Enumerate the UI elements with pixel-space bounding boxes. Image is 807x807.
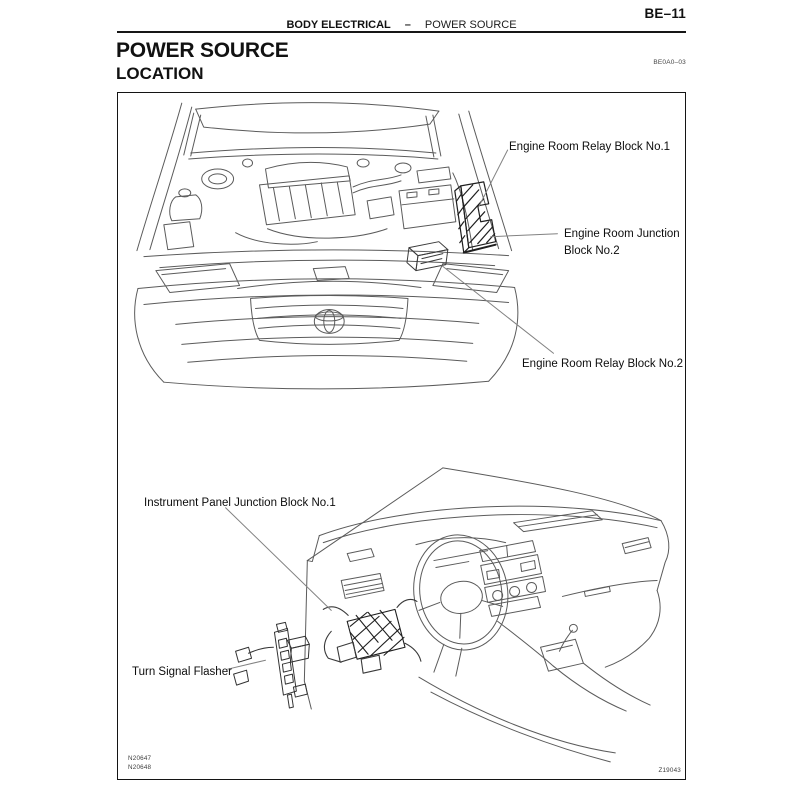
- callout-instrument-panel-junction-block-1: Instrument Panel Junction Block No.1: [144, 497, 336, 509]
- figure-code-left-top: N20647: [128, 755, 152, 762]
- running-header-subsection: POWER SOURCE: [424, 19, 517, 31]
- turn-signal-flasher-drawing: [233, 621, 310, 709]
- running-header: BODY ELECTRICAL – POWER SOURCE: [117, 19, 686, 31]
- figure-code-left: N20647 N20648: [128, 755, 151, 772]
- figure-code-left-bottom: N20648: [128, 763, 152, 771]
- callout-engine-room-junction-block-2-line1: Engine Room Junction: [564, 228, 680, 240]
- engine-room-relay-block-1-drawing: [454, 181, 497, 254]
- leader-junction-block-2: [490, 233, 558, 238]
- instrument-panel-drawing: [303, 467, 670, 763]
- callout-engine-room-junction-block-2: Engine Room Junction Block No.2: [564, 226, 680, 260]
- engine-compartment-drawing: [134, 102, 519, 390]
- callout-engine-room-relay-block-2: Engine Room Relay Block No.2: [522, 358, 684, 370]
- instrument-panel-junction-block-1-drawing: [322, 598, 422, 674]
- figure-code-right: Z19043: [658, 767, 681, 774]
- callout-engine-room-relay-block-1: Engine Room Relay Block No.1: [509, 141, 671, 153]
- callout-leader-lines: [225, 149, 558, 670]
- section-heading: LOCATION: [116, 64, 204, 83]
- location-figure: Engine Room Relay Block No.1 Engine Room…: [117, 92, 686, 780]
- engine-room-relay-block-2-drawing: [406, 241, 449, 272]
- header-rule: [117, 31, 686, 33]
- callout-engine-room-junction-block-2-line2: Block No.2: [564, 245, 620, 257]
- location-figure-drawing: [134, 102, 670, 763]
- leader-relay-block-1: [478, 149, 509, 208]
- running-header-section: BODY ELECTRICAL: [286, 19, 391, 31]
- callout-turn-signal-flasher: Turn Signal Flasher: [132, 666, 232, 678]
- leader-relay-block-2: [441, 265, 554, 354]
- leader-ip-junction-block-1: [225, 507, 332, 611]
- toyota-emblem: [313, 308, 345, 334]
- page-number: BE–11: [644, 6, 686, 21]
- doc-code: BE0A0–03: [653, 59, 686, 66]
- running-header-separator: –: [404, 19, 411, 31]
- leader-turn-signal-flasher: [227, 659, 266, 670]
- page-title: POWER SOURCE: [116, 39, 289, 62]
